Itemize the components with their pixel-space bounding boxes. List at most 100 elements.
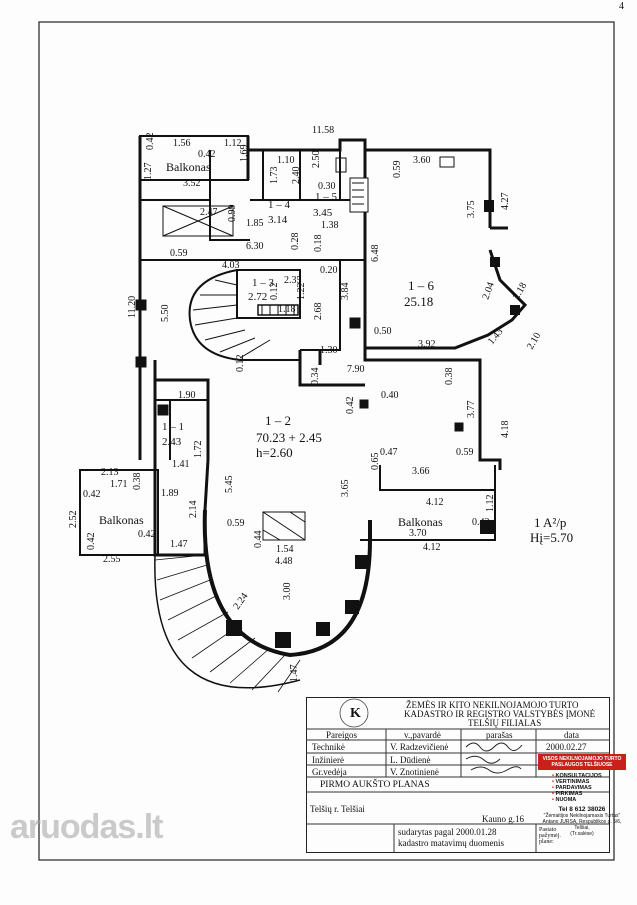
dimension-label: 1.85 <box>246 218 264 229</box>
dimension-label: 2.14 <box>188 501 199 519</box>
fixtures <box>135 156 464 541</box>
dimension-label: 0.34 <box>310 368 321 386</box>
dimension-label: 2.55 <box>103 554 121 565</box>
dimension-label: 0.99 <box>227 205 238 223</box>
dimension-label: 6.30 <box>246 241 264 252</box>
dimension-label: 4.48 <box>275 556 293 567</box>
dimension-label: 3.00 <box>282 583 293 601</box>
dimension-label: 2.18 <box>511 281 529 302</box>
dimension-label: 4.18 <box>500 421 511 439</box>
dimension-label: 4.27 <box>500 193 511 211</box>
building-note: Pastato pažymėj. plane: <box>539 827 561 845</box>
row2-name: L. Dūdienė <box>390 755 431 765</box>
room-1-1-id: 1 – 1 <box>162 421 184 433</box>
dimension-label: 0.20 <box>320 265 338 276</box>
room-1-2-height: h=2.60 <box>256 445 293 460</box>
made-line-1: sudarytas pagal 2000.01.28 <box>398 827 497 837</box>
service-item: PIRKIMAS <box>552 791 626 797</box>
dimension-label: 2.68 <box>313 303 324 321</box>
dimension-label: 1.54 <box>276 544 294 555</box>
dimension-label: 3.70 <box>409 528 427 539</box>
dimension-label: 3.52 <box>183 178 201 189</box>
sheet-border <box>38 21 615 861</box>
room-1-1-area: 2.43 <box>162 436 182 448</box>
agency-address-2: (Tr.salėse) <box>570 831 594 837</box>
dimension-label: 0.40 <box>381 390 399 401</box>
dimension-label: 1.89 <box>161 488 179 499</box>
agency-phone: Tel 8 612 38026 <box>558 806 606 813</box>
agency-ad: VISOS NEKILNOJAMOJO TURTO PASLAUGOS TELŠ… <box>538 746 626 886</box>
site-watermark: aruodas.lt <box>10 808 163 846</box>
dimension-label: 0.42 <box>86 533 97 551</box>
service-item: NUOMA <box>552 797 626 803</box>
dimension-label: 0.38 <box>444 368 455 386</box>
dimension-label: 0.42 <box>145 133 156 151</box>
dimension-label: 1.69 <box>239 145 250 163</box>
dimension-label: 0.12 <box>235 355 246 373</box>
dimension-label: 0.59 <box>227 518 245 529</box>
made-line-2: kadastro matavimų duomenis <box>398 838 504 848</box>
dimension-label: 0.28 <box>290 233 301 251</box>
dimension-label: 3.60 <box>413 155 431 166</box>
service-item: PARDAVIMAS <box>552 785 626 791</box>
row3-role: Gr.vedėja <box>312 767 347 777</box>
dimension-label: 0.42 <box>345 397 356 415</box>
dimension-label: 11.20 <box>127 296 138 318</box>
dimension-label: 1.12 <box>224 138 242 149</box>
dimension-label: 4.12 <box>426 497 444 508</box>
dimension-label: 2.52 <box>68 511 79 529</box>
dimension-label: 3.92 <box>418 339 436 350</box>
agency-ad-banner: VISOS NEKILNOJAMOJO TURTO PASLAUGOS TELŠ… <box>538 754 626 770</box>
address: Kauno g.16 <box>482 814 524 824</box>
dimension-label: 1.43 <box>486 326 506 346</box>
dimension-label: 7.90 <box>347 364 365 375</box>
plan-title: PIRMO AUKŠTO PLANAS <box>320 780 430 790</box>
dimension-label: 0.44 <box>253 531 264 549</box>
dimension-label: 3.75 <box>466 201 477 219</box>
dimension-label: 11.58 <box>312 125 334 136</box>
dimension-label: 0.47 <box>380 447 398 458</box>
dimension-label: 0.42 <box>198 149 216 160</box>
balcony-right-label: Balkonas <box>398 515 443 529</box>
agency-address-1: Antano JURSA, Respublikos g. 5/6, Telšia… <box>542 819 622 831</box>
city: Telšių r. Telšiai <box>310 804 365 814</box>
room-1-5-id: 1 – 5 <box>315 191 338 203</box>
bay-window-piers <box>226 200 520 648</box>
dimension-label: 0.65 <box>370 453 381 471</box>
page-number: 4 <box>619 1 624 12</box>
dimension-label: 0.18 <box>313 235 324 253</box>
dimension-label: 4.12 <box>423 542 441 553</box>
registry-logo-icon <box>339 698 369 728</box>
signature-icon <box>465 742 523 752</box>
dimension-label: 1.71 <box>110 479 128 490</box>
dimension-label: 0.42 <box>83 489 101 500</box>
service-item: VERTINIMAS <box>552 779 626 785</box>
dimension-label: 2.24 <box>231 591 250 612</box>
dimension-label: 1.10 <box>277 155 295 166</box>
balcony-left-label: Balkonas <box>99 513 144 527</box>
org-line-3: TELŠIŲ FILIALAS <box>468 718 542 728</box>
row1-date: 2000.02.27 <box>546 742 587 752</box>
dimension-label: 3.65 <box>340 480 351 498</box>
dimension-label: 1.47 <box>170 539 188 550</box>
fireplace <box>262 511 306 541</box>
dimension-label: 1.38 <box>321 220 339 231</box>
dimension-label: 4.03 <box>222 260 240 271</box>
dimension-label: 1.72 <box>193 441 204 459</box>
scale-note: 1 A²/p <box>534 515 566 530</box>
balcony-left-outline <box>79 469 159 556</box>
dimension-label: 1.30 <box>320 345 338 356</box>
room-1-6-id: 1 – 6 <box>408 278 435 293</box>
dimension-label: 2.40 <box>291 167 302 185</box>
dimension-label: 3.77 <box>466 401 477 419</box>
row1-name: V. Radzevičienė <box>390 742 449 752</box>
dimension-label: 1.73 <box>269 167 280 185</box>
dimension-label: 5.50 <box>160 305 171 323</box>
agency-name: "Žemaitijos Nekilnojamasis Turtas" <box>543 813 621 819</box>
dimension-label: 0.12 <box>269 283 280 301</box>
dimension-label: 5.45 <box>224 476 235 494</box>
dimension-label: 1.41 <box>172 459 190 470</box>
row2-role: Inžinierė <box>312 755 344 765</box>
org-line-1: ŽEMĖS IR KITO NEKILNOJAMOJO TURTO <box>406 700 579 710</box>
